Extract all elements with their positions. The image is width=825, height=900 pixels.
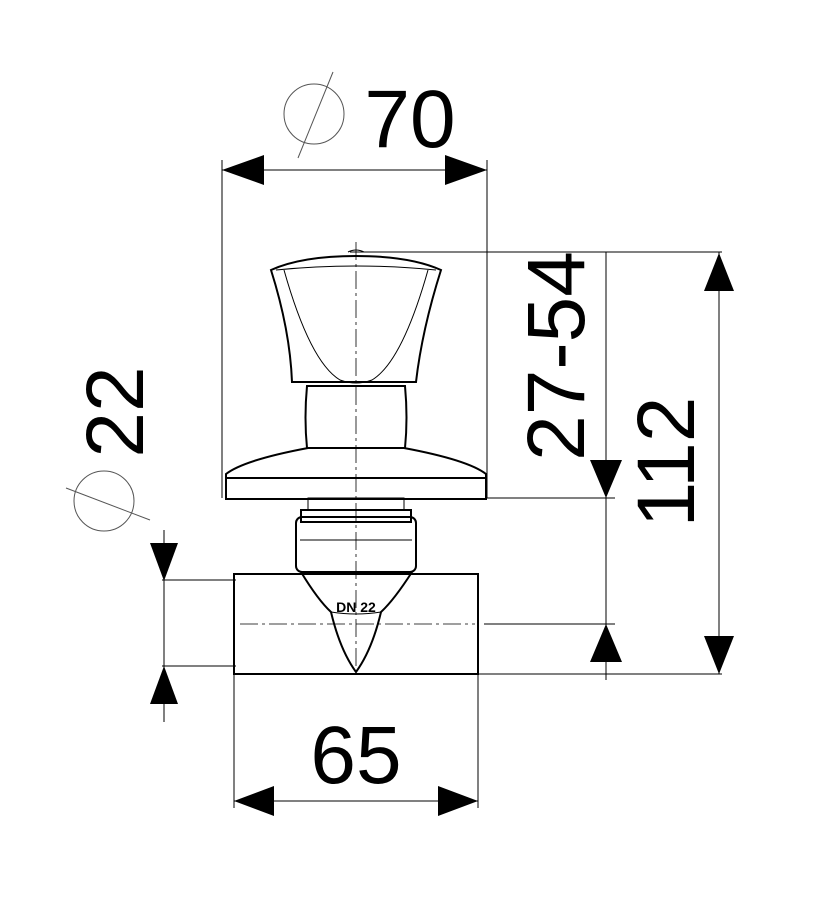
spindle-sleeve: [304, 385, 408, 449]
dimension-total-height: 112: [236, 252, 734, 675]
valve-bonnet: DN 22: [299, 571, 414, 674]
dimension-label-27-54: 27-54: [511, 251, 602, 461]
arrow-right-icon: [445, 155, 487, 185]
dimension-diameter-22: 22: [65, 366, 236, 722]
arrow-left-icon: [222, 155, 264, 185]
arrow-up-icon: [150, 666, 178, 704]
dimension-label-22: 22: [70, 366, 161, 457]
dimension-label-65: 65: [310, 710, 401, 801]
dimension-height-range: 27-54: [350, 251, 722, 680]
arrow-down-icon: [704, 636, 734, 674]
dimension-width-65: 65: [233, 674, 479, 816]
arrow-down-icon: [590, 460, 622, 498]
arrow-left-icon: [234, 786, 274, 816]
arrow-down-icon: [150, 543, 178, 581]
dimension-label-70: 70: [364, 74, 455, 165]
arrow-up-icon: [590, 624, 622, 662]
dimension-label-112: 112: [621, 397, 712, 528]
dimension-diameter-70: 70: [221, 71, 488, 498]
diameter-symbol-icon: [65, 470, 151, 532]
arrow-right-icon: [438, 786, 478, 816]
arrow-up-icon: [704, 253, 734, 291]
diameter-symbol-icon: [283, 71, 345, 159]
